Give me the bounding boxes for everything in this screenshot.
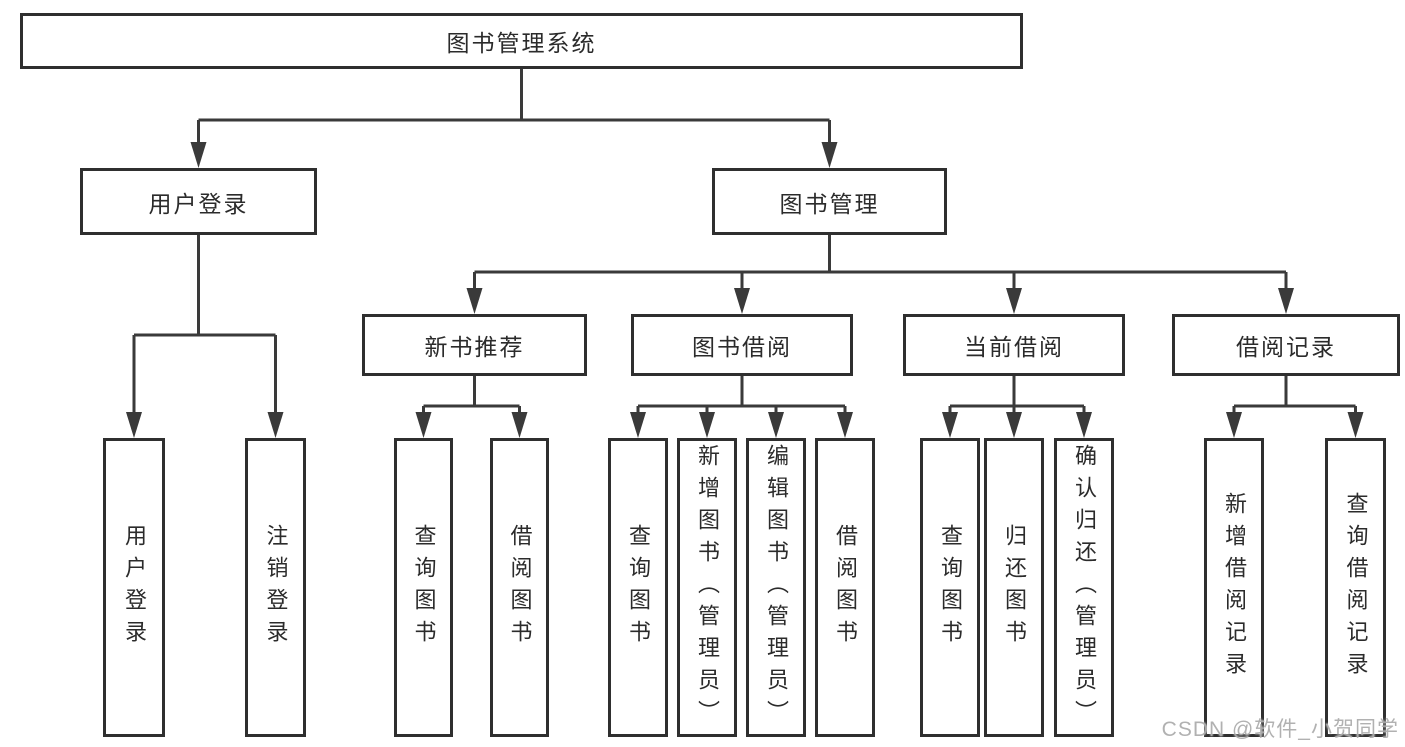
node-borrow-books-2: 借阅图书 xyxy=(815,438,875,737)
node-label: 新增借阅记录 xyxy=(1222,491,1247,684)
node-label: 图书管理 xyxy=(779,190,880,217)
node-label: 新增图书（管理员） xyxy=(695,443,720,732)
node-return-books: 归还图书 xyxy=(984,438,1044,737)
node-label: 图书管理系统 xyxy=(446,30,597,56)
node-label: 用户登录 xyxy=(148,190,249,217)
node-query-borrow-record: 查询借阅记录 xyxy=(1325,438,1386,737)
node-label: 查询图书 xyxy=(411,523,437,652)
node-user-login: 用户登录 xyxy=(103,438,165,737)
node-query-books-1: 查询图书 xyxy=(394,438,453,737)
node-label: 当前借阅 xyxy=(964,334,1064,360)
node-add-borrow-record: 新增借阅记录 xyxy=(1204,438,1264,737)
node-label: 查询图书 xyxy=(938,523,963,652)
node-confirm-return-admin: 确认归还（管理员） xyxy=(1054,438,1114,737)
node-borrow-books-1: 借阅图书 xyxy=(490,438,549,737)
node-label: 查询图书 xyxy=(626,523,651,652)
node-add-books-admin: 新增图书（管理员） xyxy=(677,438,737,737)
node-label: 确认归还（管理员） xyxy=(1072,443,1097,732)
node-label: 用户登录 xyxy=(122,523,147,652)
csdn-watermark: CSDN @软件_小贺同学 xyxy=(1161,718,1399,741)
node-edit-books-admin: 编辑图书（管理员） xyxy=(746,438,806,737)
node-label: 编辑图书（管理员） xyxy=(764,443,789,732)
node-label: 新书推荐 xyxy=(424,334,525,360)
node-current-borrowing: 当前借阅 xyxy=(903,314,1125,376)
node-label: 归还图书 xyxy=(1002,523,1027,652)
node-book-management: 图书管理 xyxy=(712,168,947,235)
node-label: 图书借阅 xyxy=(692,334,792,360)
node-book-borrowing: 图书借阅 xyxy=(631,314,853,376)
node-label: 查询借阅记录 xyxy=(1343,491,1369,684)
node-query-books-3: 查询图书 xyxy=(920,438,980,737)
node-library-management-system: 图书管理系统 xyxy=(20,13,1023,69)
node-borrowing-records: 借阅记录 xyxy=(1172,314,1400,376)
node-user-login-group: 用户登录 xyxy=(80,168,317,235)
node-new-book-recommendation: 新书推荐 xyxy=(362,314,587,376)
node-label: 注销登录 xyxy=(263,523,289,652)
node-label: 借阅图书 xyxy=(833,523,858,652)
node-query-books-2: 查询图书 xyxy=(608,438,668,737)
node-logout: 注销登录 xyxy=(245,438,306,737)
node-label: 借阅图书 xyxy=(507,523,533,652)
node-label: 借阅记录 xyxy=(1236,334,1336,360)
